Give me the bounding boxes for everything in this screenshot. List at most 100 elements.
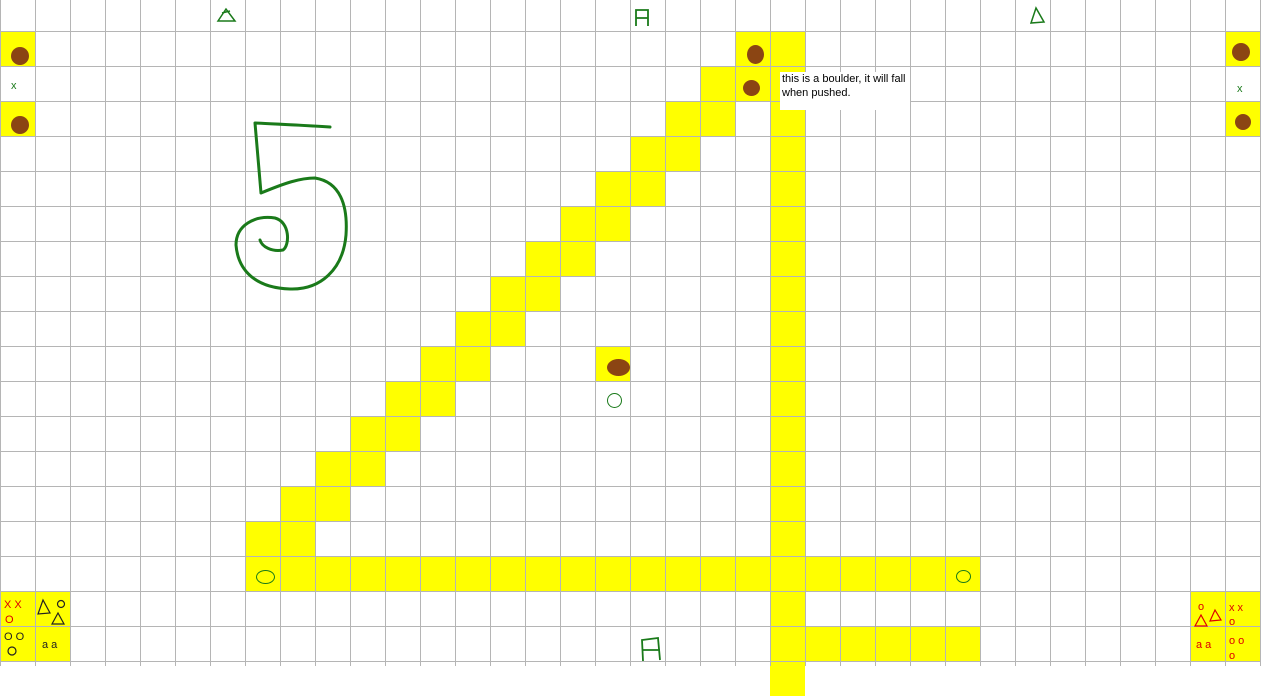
yellow-tile bbox=[700, 66, 735, 101]
yellow-tile bbox=[770, 416, 805, 451]
yellow-tile bbox=[350, 416, 385, 451]
o-marker: o bbox=[1229, 616, 1236, 628]
drawing-layer bbox=[7, 6, 1223, 662]
yellow-tile bbox=[560, 241, 595, 276]
yellow-tile bbox=[280, 521, 315, 556]
yellow-tile bbox=[770, 136, 805, 171]
yellow-tile bbox=[910, 626, 945, 661]
ring-marker bbox=[607, 393, 622, 408]
yellow-tile bbox=[420, 346, 455, 381]
ring-marker bbox=[256, 570, 275, 584]
yellow-tile bbox=[525, 556, 560, 591]
yellow-tile bbox=[595, 206, 630, 241]
a-marker: a a bbox=[1196, 639, 1212, 651]
x-marker: x bbox=[11, 80, 17, 92]
yellow-tile bbox=[875, 626, 910, 661]
yellow-tile bbox=[770, 626, 805, 661]
yellow-tile bbox=[490, 556, 525, 591]
yellow-tile bbox=[770, 311, 805, 346]
yellow-tile bbox=[1190, 626, 1225, 661]
yellow-tile bbox=[455, 311, 490, 346]
yellow-tile bbox=[0, 591, 35, 626]
yellow-tile bbox=[770, 451, 805, 486]
yellow-tile bbox=[770, 556, 805, 591]
yellow-tile bbox=[700, 101, 735, 136]
yellow-tile bbox=[490, 276, 525, 311]
yellow-tile bbox=[280, 486, 315, 521]
yellow-tile bbox=[525, 241, 560, 276]
yellow-tile bbox=[560, 206, 595, 241]
o-marker: o bbox=[1198, 601, 1205, 613]
yellow-tile bbox=[350, 556, 385, 591]
yellow-tile bbox=[840, 626, 875, 661]
yellow-tile bbox=[770, 661, 805, 696]
yellow-tile bbox=[595, 171, 630, 206]
boulder[interactable] bbox=[1235, 114, 1251, 130]
grid-lines bbox=[0, 0, 1261, 666]
yellow-tile bbox=[770, 381, 805, 416]
yellow-tile bbox=[455, 346, 490, 381]
o-marker: o o bbox=[1229, 635, 1245, 647]
boulder[interactable] bbox=[743, 80, 760, 96]
boulder[interactable] bbox=[11, 47, 29, 65]
yellow-tile bbox=[420, 381, 455, 416]
yellow-tile bbox=[770, 171, 805, 206]
x-marker: x bbox=[1237, 83, 1243, 95]
yellow-tile bbox=[875, 556, 910, 591]
yellow-tile bbox=[910, 556, 945, 591]
yellow-tile bbox=[385, 416, 420, 451]
yellow-tile bbox=[35, 591, 70, 626]
yellow-tile bbox=[1225, 626, 1260, 661]
yellow-tile bbox=[35, 626, 70, 661]
letter-a-icon bbox=[641, 636, 661, 662]
letter-a-icon bbox=[635, 9, 649, 26]
yellow-tile bbox=[805, 626, 840, 661]
yellow-tile bbox=[665, 101, 700, 136]
yellow-tile bbox=[805, 556, 840, 591]
yellow-tile bbox=[665, 136, 700, 171]
yellow-tile bbox=[770, 241, 805, 276]
triangle-icon bbox=[216, 7, 237, 22]
o-marker: o bbox=[1229, 650, 1236, 662]
yellow-tile bbox=[280, 556, 315, 591]
yellow-tile bbox=[385, 556, 420, 591]
yellow-tile bbox=[560, 556, 595, 591]
yellow-tile bbox=[525, 276, 560, 311]
yellow-tile bbox=[490, 311, 525, 346]
yellow-tile bbox=[315, 451, 350, 486]
o-marker: O bbox=[5, 614, 14, 626]
boulder[interactable] bbox=[1232, 43, 1250, 61]
boulder[interactable] bbox=[747, 45, 764, 64]
o-marker: O O bbox=[4, 631, 25, 643]
boulder[interactable] bbox=[11, 116, 29, 134]
yellow-tile bbox=[945, 626, 980, 661]
yellow-tile bbox=[700, 556, 735, 591]
yellow-tile bbox=[665, 556, 700, 591]
yellow-tile bbox=[315, 486, 350, 521]
yellow-tile bbox=[595, 556, 630, 591]
yellow-tile bbox=[770, 206, 805, 241]
triangle-icon bbox=[1193, 608, 1223, 627]
a-marker: a a bbox=[42, 639, 58, 651]
ring-marker bbox=[956, 570, 971, 583]
x-marker: X X bbox=[4, 599, 22, 611]
yellow-tile bbox=[1225, 591, 1260, 626]
yellow-tile bbox=[770, 486, 805, 521]
yellow-tile bbox=[630, 136, 665, 171]
yellow-tile bbox=[385, 381, 420, 416]
yellow-tile bbox=[315, 556, 350, 591]
yellow-tile bbox=[420, 556, 455, 591]
level-number-drawing bbox=[234, 121, 348, 291]
yellow-tile bbox=[630, 556, 665, 591]
boulder-tooltip: this is a boulder, it will fall when pus… bbox=[780, 72, 910, 110]
x-marker: x x bbox=[1229, 602, 1244, 614]
yellow-tile bbox=[770, 276, 805, 311]
yellow-tile bbox=[0, 626, 35, 661]
triangle-icon bbox=[1029, 6, 1046, 24]
yellow-tile bbox=[245, 521, 280, 556]
yellow-tile bbox=[350, 451, 385, 486]
triangle-icon bbox=[7, 598, 66, 656]
yellow-tile bbox=[770, 521, 805, 556]
boulder[interactable] bbox=[607, 359, 630, 376]
